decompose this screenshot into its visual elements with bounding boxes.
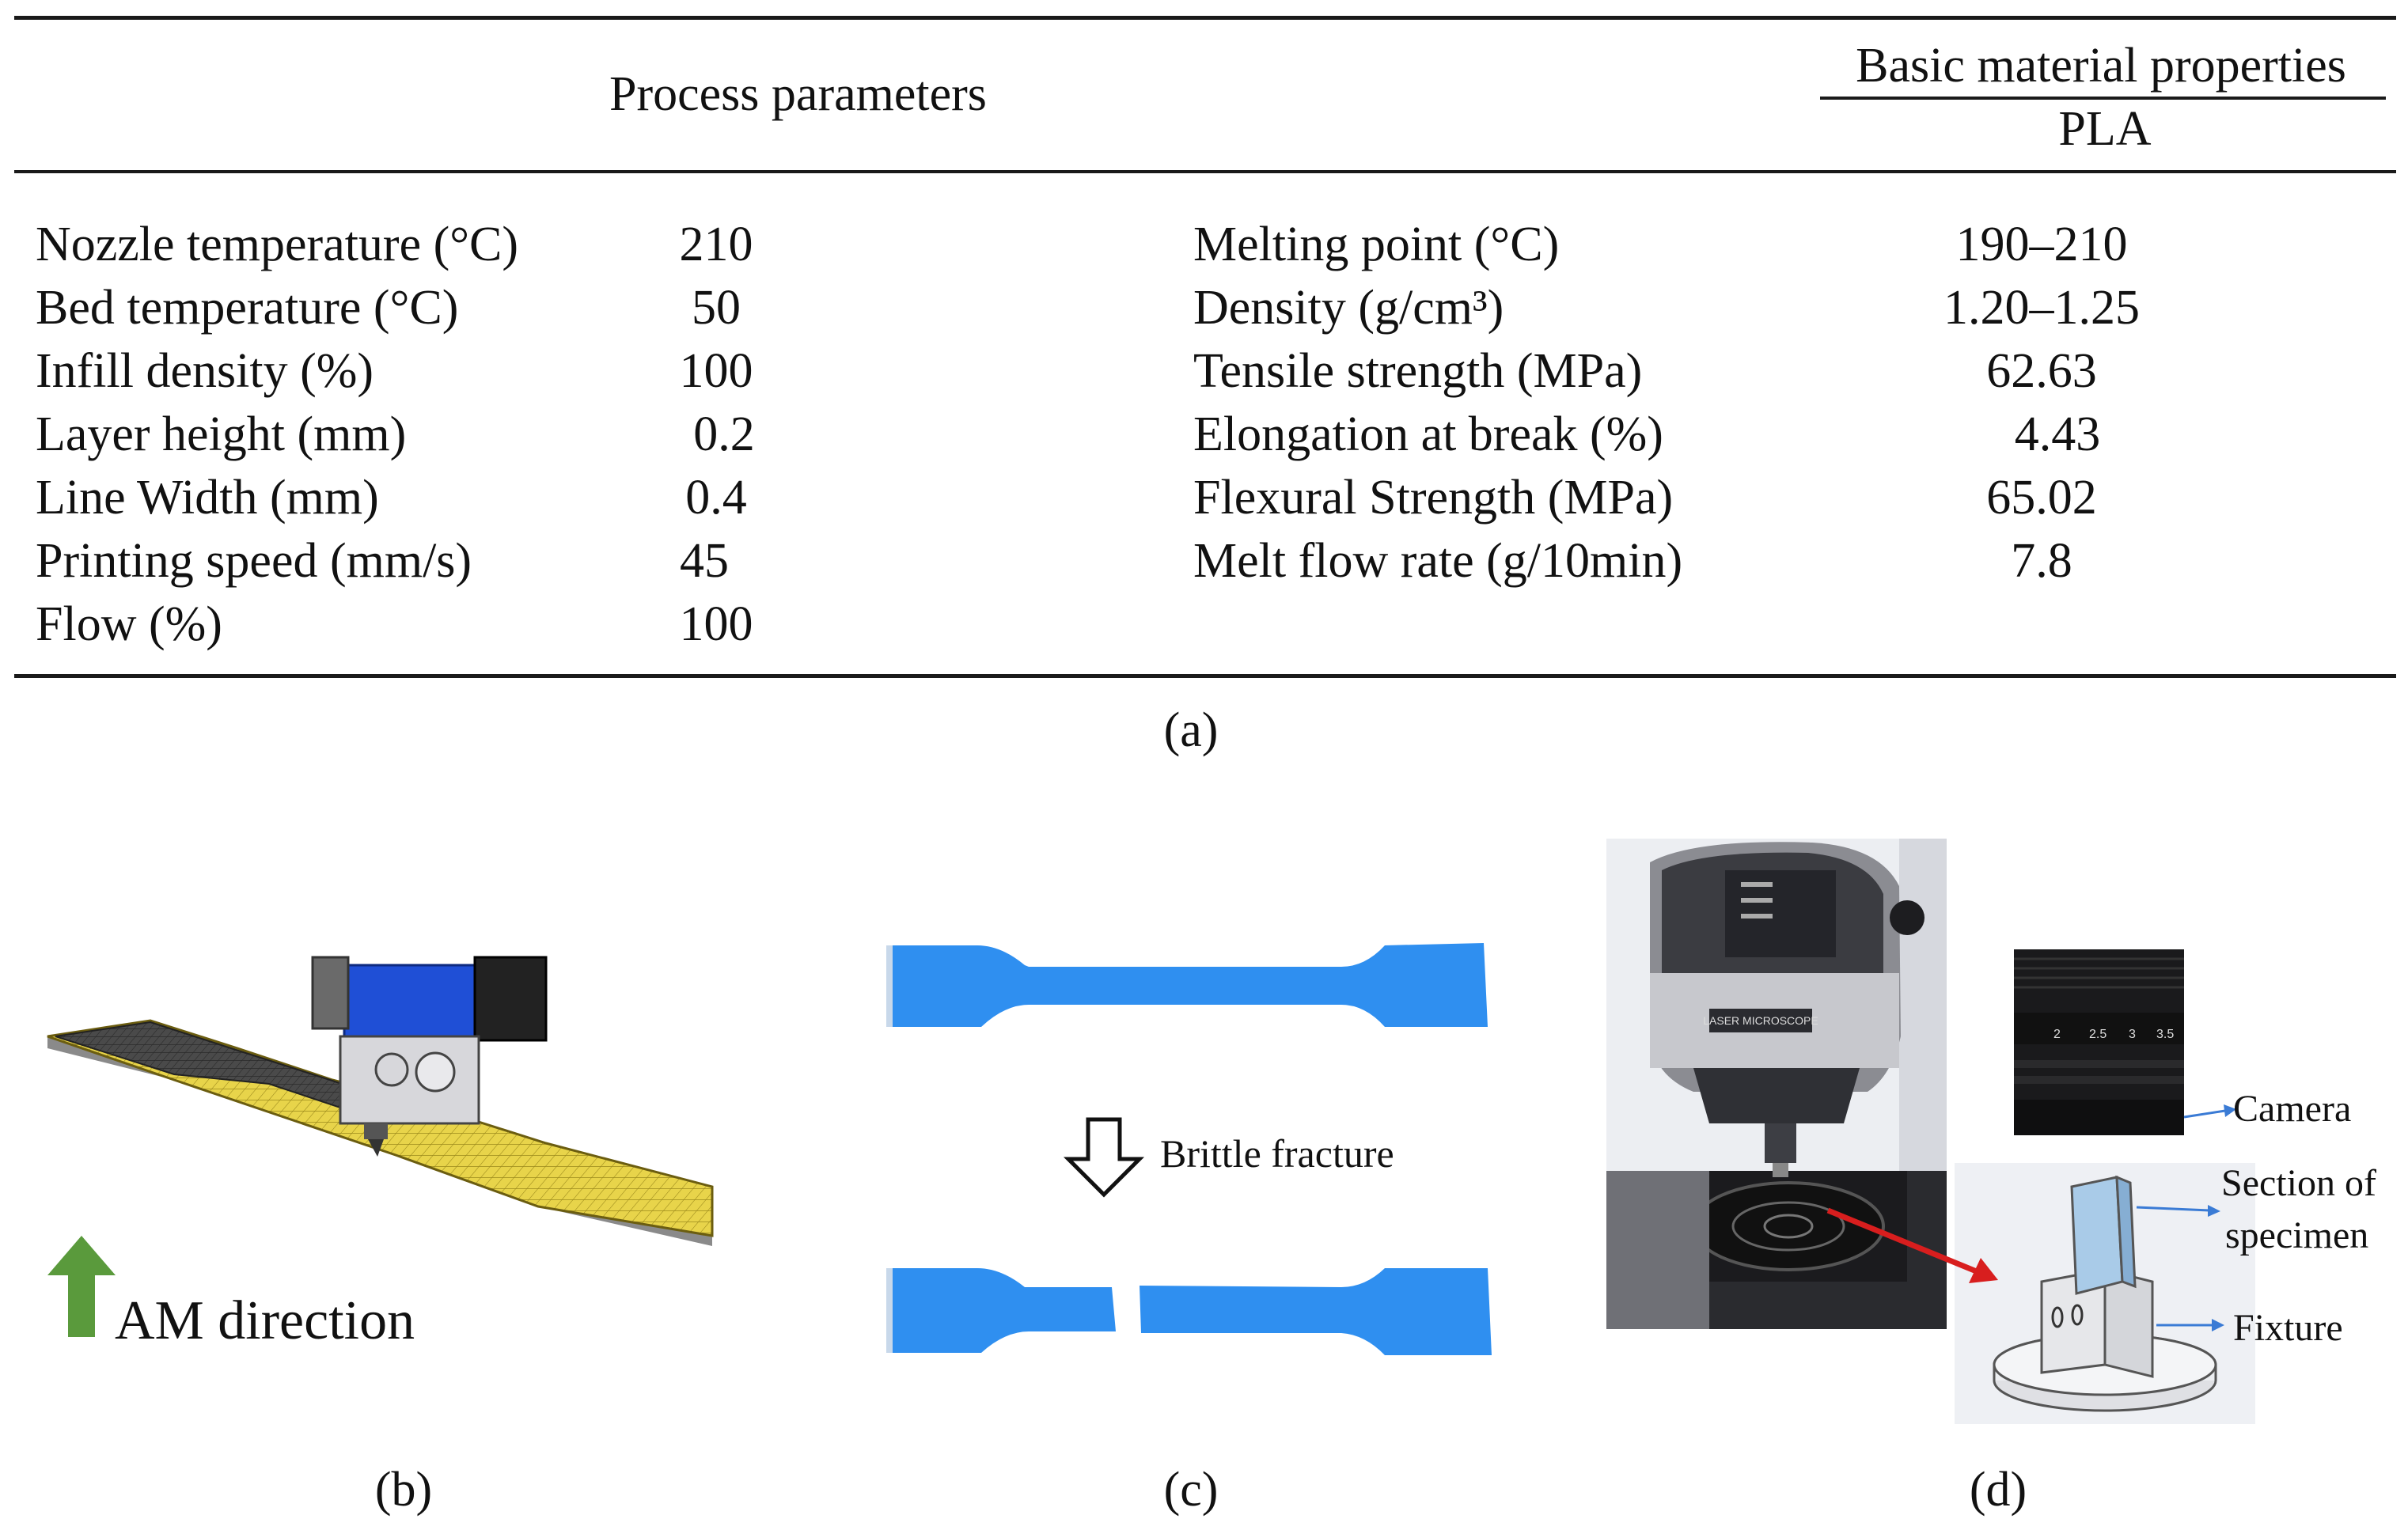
section-pointer: [2136, 1205, 2220, 1217]
lens-scale-3: 3.5: [2156, 1028, 2174, 1041]
am-direction-label: AM direction: [115, 1290, 415, 1351]
panel-label-a: (a): [1163, 703, 1219, 757]
process-row-value: 45: [680, 534, 729, 588]
material-row-name: Melting point (°C): [1193, 218, 1560, 271]
process-row-value: 50: [692, 281, 741, 335]
material-row-value: 62.63: [1986, 344, 2097, 398]
process-row-value: 210: [679, 218, 753, 271]
brittle-fracture-label: Brittle fracture: [1160, 1131, 1394, 1176]
section-label-line1: Section of: [2221, 1162, 2376, 1204]
microscope-brand-text: LASER MICROSCOPE: [1703, 1014, 1818, 1027]
microscope-photo: LASER MICROSCOPE: [1606, 839, 1947, 1329]
material-row-name: Melt flow rate (g/10min): [1193, 534, 1683, 588]
extruder-head: [311, 956, 548, 1157]
process-row-name: Flow (%): [36, 597, 222, 651]
fixture-illustration: [1955, 1163, 2255, 1424]
process-row-name: Layer height (mm): [36, 407, 407, 461]
process-row-name: Bed temperature (°C): [36, 281, 459, 335]
process-row-name: Printing speed (mm/s): [36, 534, 472, 588]
process-row-value: 0.4: [685, 471, 747, 525]
material-row-name: Flexural Strength (MPa): [1193, 471, 1674, 525]
lens-scale-1: 2.5: [2089, 1028, 2107, 1041]
lens-scale-0: 2: [2053, 1028, 2061, 1041]
am-direction-arrow: [47, 1236, 116, 1337]
panel-label-b: (b): [374, 1463, 433, 1517]
panel-label-c: (c): [1163, 1463, 1219, 1517]
printing-illustration: [47, 956, 714, 1246]
material-row-value: 190–210: [1955, 218, 2128, 271]
camera-lens-image: 2 2.5 3 3.5: [2014, 949, 2184, 1135]
camera-label: Camera: [2233, 1088, 2352, 1130]
material-header-underline: [1820, 97, 2386, 100]
camera-pointer: [2183, 1104, 2236, 1119]
table-top-rule: [14, 16, 2396, 20]
intact-specimen: [886, 943, 1488, 1027]
fixture-pointer: [2156, 1319, 2224, 1331]
material-row-value: 4.43: [2014, 407, 2101, 461]
material-pla-subheader: PLA: [2058, 102, 2152, 156]
table-bottom-rule: [14, 674, 2396, 678]
process-row-name: Line Width (mm): [36, 471, 379, 525]
material-row-value: 65.02: [1986, 471, 2097, 525]
process-row-name: Nozzle temperature (°C): [36, 218, 519, 271]
process-row-value: 100: [679, 597, 753, 651]
process-parameters-header: Process parameters: [609, 67, 987, 121]
material-properties-header: Basic material properties: [1856, 39, 2346, 93]
material-row-name: Elongation at break (%): [1193, 407, 1663, 461]
lens-scale-2: 3: [2129, 1028, 2136, 1041]
material-row-value: 1.20–1.25: [1943, 281, 2140, 335]
material-row-value: 7.8: [2011, 534, 2072, 588]
panel-label-d: (d): [1969, 1463, 2027, 1517]
material-row-name: Tensile strength (MPa): [1193, 344, 1643, 398]
process-row-name: Infill density (%): [36, 344, 374, 398]
fixture-label: Fixture: [2233, 1307, 2343, 1349]
process-row-value: 100: [679, 344, 753, 398]
table-header-rule: [14, 170, 2396, 173]
process-row-value: 0.2: [693, 407, 755, 461]
section-label-line2: specimen: [2225, 1214, 2369, 1256]
material-row-name: Density (g/cm³): [1193, 281, 1504, 335]
fractured-specimen: [886, 1268, 1492, 1355]
red-pointer-arrow: [1826, 1207, 1998, 1283]
fracture-arrow: [1063, 1117, 1145, 1198]
